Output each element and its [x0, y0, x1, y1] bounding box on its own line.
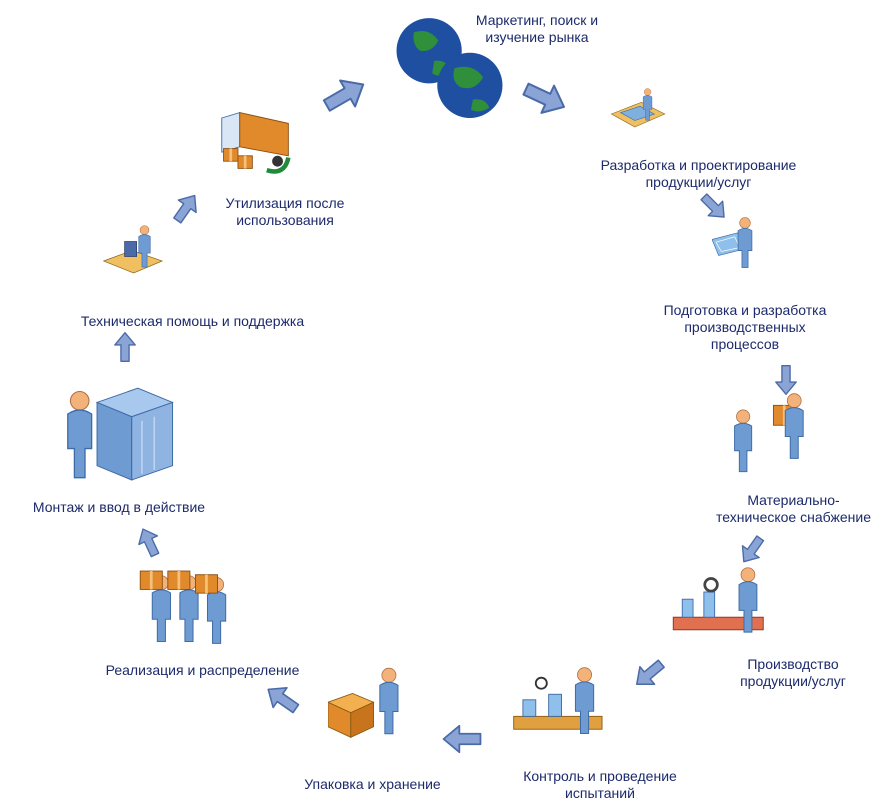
arrow-packing-to-distribution — [267, 686, 300, 714]
arrow-marketing-to-design — [522, 82, 566, 114]
stage-label-packing: Упаковка и хранение — [304, 776, 441, 792]
support-operator-icon — [102, 225, 183, 300]
arrow-installation-to-support — [114, 332, 136, 362]
designer-at-desk-icon — [598, 88, 688, 153]
stage-label-disposal: Утилизация после использования — [225, 195, 345, 228]
arrow-design-to-process — [700, 193, 725, 218]
stage-label-testing: Контроль и проведение испытаний — [523, 768, 677, 801]
stage-label-marketing: Маркетинг, поиск и изучение рынка — [475, 12, 599, 45]
stage-label-support: Техническая помощь и поддержка — [80, 313, 305, 329]
arrow-disposal-to-marketing — [322, 79, 365, 112]
delivery-truck-icon — [210, 100, 310, 190]
engineer-with-blueprint-icon — [711, 200, 782, 295]
arrow-supply-to-production — [741, 535, 765, 563]
arrow-support-to-disposal — [173, 194, 197, 224]
stage-label-supply: Материально- техническое снабжение — [716, 492, 871, 525]
stage-label-process-prep: Подготовка и разработка производственных… — [663, 302, 827, 352]
two-workers-with-box-icon — [730, 385, 825, 480]
inspection-conveyor-icon — [512, 663, 612, 755]
production-line-icon — [668, 565, 773, 655]
stage-label-production: Производство продукции/услуг — [740, 656, 846, 689]
stage-label-distribution: Реализация и распределение — [105, 662, 300, 678]
server-rack-installer-icon — [65, 380, 175, 482]
workers-carrying-boxes-icon — [128, 560, 238, 652]
arrow-testing-to-packing — [442, 724, 482, 754]
arrow-process-to-supply — [775, 365, 797, 395]
globes-icon — [392, 12, 507, 120]
arrow-production-to-testing — [636, 659, 665, 686]
stage-label-installation: Монтаж и ввод в действие — [32, 499, 206, 515]
packing-box-icon — [326, 665, 420, 757]
stage-label-design: Разработка и проектирование продукции/ус… — [600, 157, 797, 190]
arrow-distribution-to-installation — [138, 528, 160, 558]
